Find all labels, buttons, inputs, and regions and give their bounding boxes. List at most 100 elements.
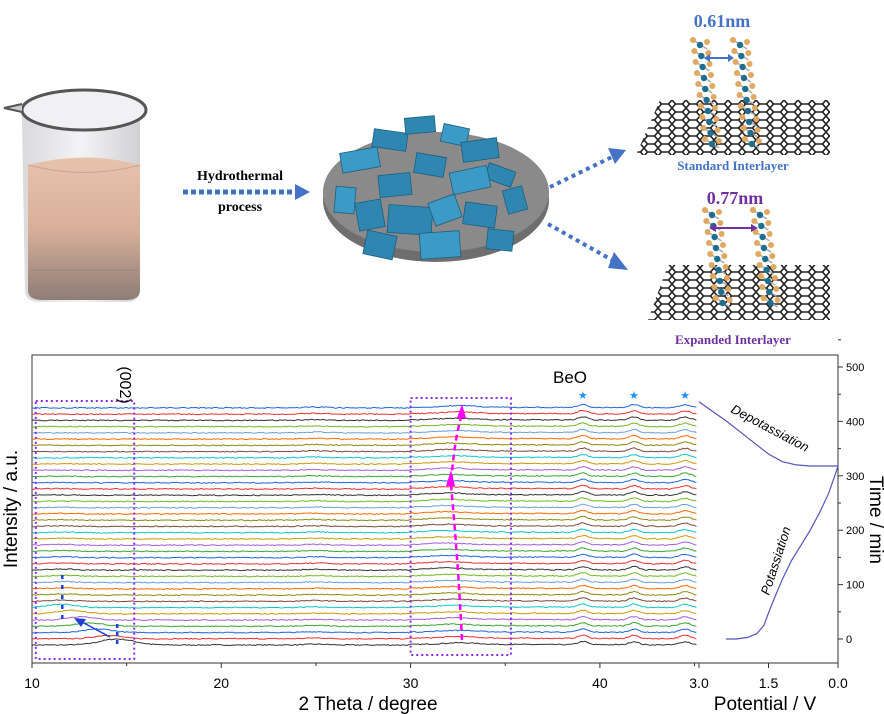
- atom-se: [737, 103, 744, 109]
- process-label-line2: process: [218, 200, 263, 215]
- branch-arrow-expanded: [547, 222, 628, 270]
- shift-marker-arrowhead: [446, 470, 455, 486]
- xrd-trace: [31, 540, 697, 547]
- atom-metal: [759, 233, 766, 241]
- beo-star-icon: ★: [578, 390, 588, 402]
- xrd-trace: [31, 509, 697, 516]
- xrd-trace: [31, 603, 697, 609]
- atom-metal: [767, 299, 774, 307]
- xrd-trace: [31, 615, 697, 622]
- atom-metal: [699, 63, 706, 71]
- nanosheet-block: [427, 193, 463, 227]
- depotassiation-curve: [698, 401, 838, 467]
- atom-metal: [758, 222, 765, 230]
- atom-se: [723, 275, 730, 281]
- atom-metal: [742, 85, 749, 93]
- spacing-arrow-standard: [704, 54, 734, 62]
- atom-se: [744, 39, 750, 45]
- nanosheet-block: [413, 152, 447, 178]
- atom-metal: [719, 299, 726, 307]
- atom-metal: [740, 74, 748, 82]
- atom-se: [745, 50, 752, 56]
- expanded-spacing-label: 0.77nm: [707, 188, 764, 208]
- xrd-trace: [32, 522, 697, 528]
- nanosheet-block: [333, 185, 357, 215]
- shift-marker-arrowhead: [457, 404, 466, 418]
- standard-interlayer-structure: [636, 37, 830, 155]
- nanosheet-block: [377, 171, 413, 199]
- xrd-trace: [31, 453, 697, 459]
- shift-arrow-head: [74, 618, 86, 627]
- x-tick-label: 20: [214, 675, 230, 691]
- atom-metal: [696, 41, 704, 49]
- xrd-trace: [31, 465, 697, 472]
- atom-se: [706, 61, 713, 67]
- xrd-trace: [31, 590, 697, 597]
- atom-se: [753, 240, 760, 246]
- xrd-trace: [32, 484, 697, 491]
- xrd-trace: [31, 621, 697, 628]
- hydrothermal-arrow: [183, 184, 310, 200]
- xrd-trace: [31, 597, 697, 603]
- nanosheet-block: [501, 185, 529, 215]
- spacing-arrow-expanded: [709, 224, 758, 232]
- nanosheet-disc-illustration: [323, 115, 549, 262]
- xrd-trace: [31, 478, 697, 484]
- atom-se: [716, 209, 722, 215]
- atom-se: [718, 231, 725, 237]
- beo-star-icon: ★: [629, 390, 639, 402]
- atom-se: [740, 125, 747, 131]
- atom-metal: [704, 107, 712, 115]
- atom-se: [757, 273, 764, 279]
- potential-tick-label: 0.0: [828, 675, 848, 691]
- standard-interlayer-label: Standard Interlayer: [677, 158, 789, 173]
- atom-metal: [700, 74, 708, 82]
- xrd-trace: [31, 403, 697, 409]
- time-tick-label: 0: [846, 634, 852, 646]
- atom-se: [708, 262, 715, 268]
- nanosheet-block: [418, 230, 462, 260]
- atom-metal: [760, 244, 768, 252]
- xrd-trace: [31, 416, 697, 422]
- atom-metal: [738, 52, 745, 60]
- xrd-trace: [31, 559, 697, 565]
- xrd-trace: [31, 409, 697, 416]
- atom-metal: [698, 52, 705, 60]
- nanosheet-block: [439, 123, 471, 147]
- miller-index-label: (002): [116, 366, 133, 403]
- beo-star-icon: ★: [680, 390, 690, 402]
- atom-metal: [756, 211, 764, 219]
- atom-se: [739, 114, 746, 120]
- atom-se: [695, 81, 702, 87]
- atom-se: [707, 72, 714, 78]
- atom-metal: [706, 118, 713, 126]
- highlight-box: [34, 400, 136, 660]
- atom-se: [712, 295, 719, 301]
- atom-metal: [716, 277, 724, 285]
- potential-tick-label: 3.0: [689, 675, 709, 691]
- atom-metal: [764, 277, 772, 285]
- atom-se: [773, 286, 780, 292]
- time-tick-label: 100: [846, 580, 864, 592]
- time-tick-label: 300: [846, 471, 864, 483]
- xrd-trace: [31, 609, 697, 615]
- atom-se: [774, 297, 781, 303]
- x-tick-label: 30: [403, 675, 419, 691]
- x-tick-label: 10: [24, 675, 40, 691]
- atom-se: [747, 72, 754, 78]
- atom-se: [755, 251, 762, 257]
- atom-se: [746, 61, 753, 67]
- potassiation-curve: [725, 465, 839, 640]
- nanosheet-block: [371, 128, 409, 152]
- xrd-annotations: ★ ★ ★: [34, 390, 690, 660]
- atom-metal: [702, 85, 709, 93]
- xrd-trace: [31, 434, 697, 441]
- expanded-interlayer-label: Expanded Interlayer: [675, 332, 791, 347]
- atom-se: [697, 103, 704, 109]
- atom-metal: [708, 140, 716, 148]
- nanosheet-block: [462, 201, 498, 229]
- xrd-trace: [31, 447, 697, 453]
- process-label-line1: Hydrothermal: [197, 169, 283, 184]
- atom-metal: [748, 140, 756, 148]
